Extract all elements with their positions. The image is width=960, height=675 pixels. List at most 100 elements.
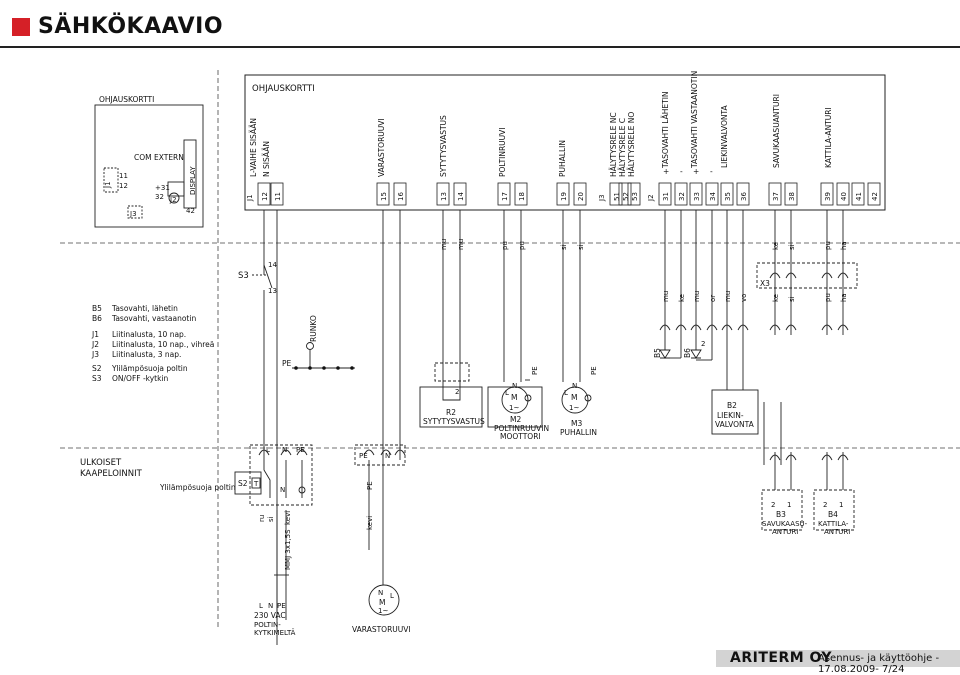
terminal-box-40 — [836, 182, 850, 206]
terminal-box-16 — [393, 182, 407, 206]
label-poltinruuvi: POLTINRUUVI — [498, 127, 507, 177]
terminal-pin-16: 16 — [397, 192, 405, 201]
m3-m: M — [571, 393, 577, 402]
ext-pe-bot: PE — [277, 602, 286, 610]
terminal-pin-11: 11 — [274, 192, 282, 201]
left-pin-42: 42 — [186, 207, 195, 215]
label-rele-nc: HÄLYTYSRELE NC — [609, 112, 618, 177]
wc-j2mid-3: or — [709, 295, 717, 302]
terminal-box-38 — [784, 182, 798, 206]
ext-l-top: L — [266, 446, 270, 454]
terminal-box-52 — [618, 182, 632, 206]
terminal-pin-19: 19 — [560, 192, 568, 201]
terminal-labels: L-VAIHE SISÄÄN N SISÄÄN VARASTORUUVI SYT… — [249, 71, 833, 177]
m2-name2: MOOTTORI — [500, 432, 541, 441]
sign-minus-1: - — [680, 167, 683, 176]
varasto-n: N — [378, 589, 383, 597]
terminal-pin-12: 12 — [261, 192, 269, 201]
wc-j2top-3: ha — [840, 241, 848, 250]
terminal-box-11 — [270, 182, 284, 206]
b2-name2: VALVONTA — [715, 420, 755, 429]
wc-pu-2: pu — [518, 241, 526, 250]
legend-code-s3: S3 — [92, 374, 102, 383]
wc-j2mid-7: si — [788, 296, 796, 302]
legend-text-s3: ON/OFF -kytkin — [112, 374, 169, 383]
label-sytytysvastus: SYTYTYSVASTUS — [439, 115, 448, 177]
terminal-pin-40: 40 — [840, 192, 848, 201]
s3-pin-13: 13 — [268, 287, 277, 295]
terminal-box-51 — [609, 182, 623, 206]
label-tasovahti-lahetin: TASOVAHTI LÄHETIN — [661, 91, 670, 169]
component-legend: B5 Tasovahti, lähetin B6 Tasovahti, vast… — [91, 304, 214, 383]
external-blocks — [234, 444, 855, 620]
m2-pe: PE — [531, 366, 539, 375]
ext-n-mid: N — [280, 486, 285, 494]
wiring-diagram: OHJAUSKORTTI J1 11 12 COM EXTERN +31 32 … — [60, 70, 960, 645]
terminal-pin-39: 39 — [824, 192, 832, 201]
terminal-box-17 — [497, 182, 511, 206]
left-pin-31: +31 — [155, 184, 170, 192]
label-n-sisaan: N SISÄÄN — [262, 141, 271, 177]
sign-minus-2: - — [710, 167, 713, 176]
legend-code-b5: B5 — [92, 304, 102, 313]
ext-pe-top: PE — [296, 446, 305, 454]
varasto-pe-top: PE — [359, 452, 368, 460]
terminal-pin-37: 37 — [772, 192, 780, 201]
section-dividers — [60, 70, 960, 630]
terminal-pin-36: 36 — [740, 192, 748, 201]
b4-label: B4 — [828, 510, 838, 519]
m3-l: L — [564, 389, 568, 397]
terminal-box-34 — [705, 182, 719, 206]
legend-code-j1: J1 — [91, 330, 99, 339]
r2-resistor-icon — [419, 362, 483, 428]
s3-label: S3 — [238, 271, 249, 281]
legend-code-s2: S2 — [92, 364, 102, 373]
terminal-pin-14: 14 — [457, 192, 465, 201]
r2-name: SYTYTYSVASTUS — [423, 417, 485, 426]
wc-si-1: si — [560, 244, 568, 250]
wc-j2top-1: si — [788, 244, 796, 250]
ext-supply2: POLTIN- — [254, 621, 281, 629]
legend-text-j1: Liitinalusta, 10 nap. — [112, 330, 186, 339]
varasto-l: L — [390, 592, 394, 600]
label-liekinvalvonta: LIEKINVALVONTA — [720, 104, 729, 168]
footer-reference: Asennus- ja käyttöohje - 17.08.2009- 7/2… — [818, 653, 940, 675]
m3-ac: 1~ — [569, 404, 579, 412]
b4-pin1: 1 — [839, 501, 843, 509]
legend-code-b6: B6 — [92, 314, 102, 323]
wc-j2mid-8: pu — [824, 293, 832, 302]
left-j1: J1 — [104, 181, 112, 189]
terminal-pin-52: 52 — [622, 192, 630, 201]
b4-name: KATTILA- — [818, 520, 849, 528]
varasto-n-top: N — [385, 452, 390, 460]
m3-n: N — [572, 382, 577, 390]
label-kattila-anturi: KATTILA-ANTURI — [824, 107, 833, 168]
m2-label: M2 — [510, 415, 521, 424]
b3-pin2: 2 — [771, 501, 775, 509]
terminal-box-39 — [820, 182, 834, 206]
b3-pin1: 1 — [787, 501, 791, 509]
ext-kevi: kevi — [284, 511, 292, 525]
legend-code-j3: J3 — [91, 350, 99, 359]
b3-name: SAVUKAASU- — [762, 520, 808, 528]
m3-pe: PE — [590, 366, 598, 375]
terminal-pin-34: 34 — [709, 192, 717, 201]
b6-label: B6 — [683, 348, 692, 358]
b4-pin2: 2 — [823, 501, 827, 509]
wires — [263, 210, 844, 645]
page-title: SÄHKÖKAAVIO — [38, 14, 224, 39]
terminal-box-53 — [627, 182, 641, 206]
ext-cable: MMJ 3x1,5S — [284, 529, 292, 570]
terminal-pin-20: 20 — [577, 192, 585, 201]
legend-text-b5: Tasovahti, lähetin — [111, 304, 178, 313]
label-l-vaihe: L-VAIHE SISÄÄN — [249, 118, 258, 177]
wc-j2mid-0: mu — [662, 291, 670, 302]
terminal-box-12 — [257, 182, 271, 206]
footer-bar — [716, 650, 960, 667]
terminal-pin-41: 41 — [855, 192, 863, 201]
terminal-pin-32: 32 — [678, 192, 686, 201]
ext-n-bot: N — [268, 602, 273, 610]
terminal-pin-15: 15 — [380, 192, 388, 201]
header-rule — [0, 46, 960, 48]
terminal-box-42 — [867, 182, 881, 206]
